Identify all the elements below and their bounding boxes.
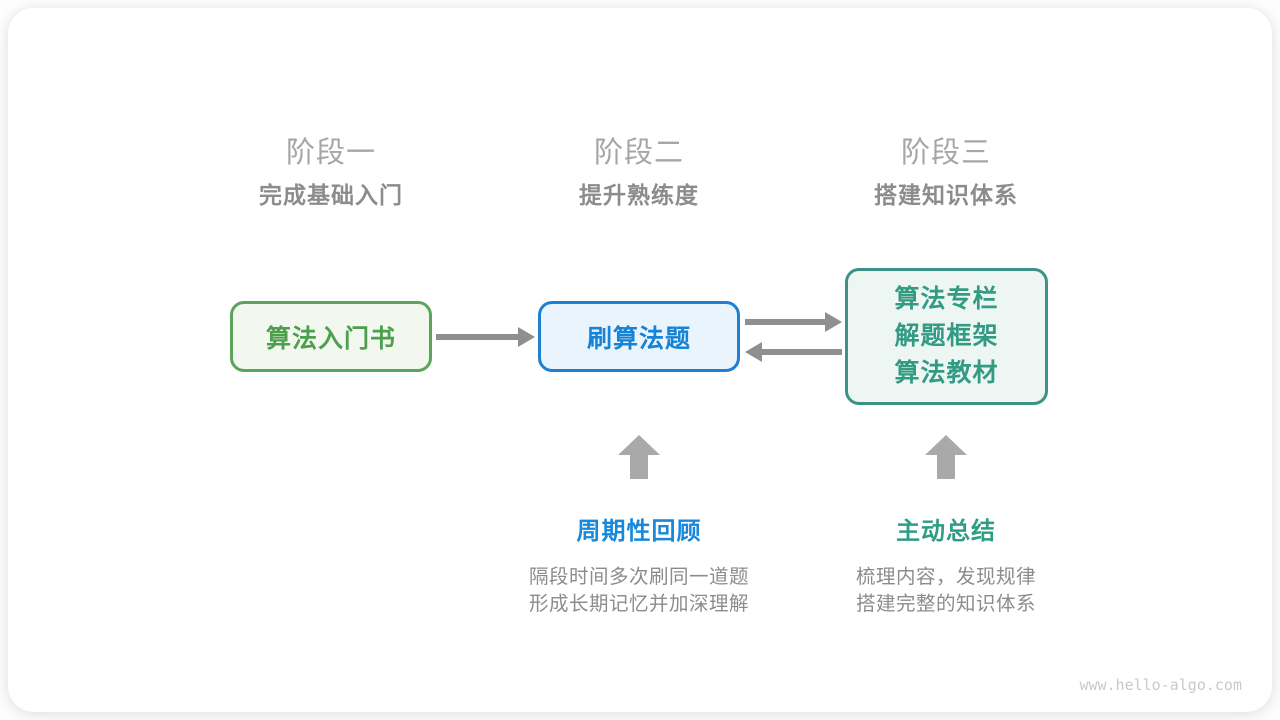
arrow-head-up <box>925 435 967 455</box>
method-summarize-desc-line1: 梳理内容，发现规律 <box>855 566 1036 588</box>
arrow-head-up <box>618 435 660 455</box>
node-intro-book: 算法入门书 <box>230 301 432 372</box>
stage2-title: 阶段二 <box>593 137 684 169</box>
arrow-right-icon <box>436 327 535 347</box>
arrow-left-icon <box>745 342 842 362</box>
node-resources-line2: 解题框架 <box>894 322 999 350</box>
method-summarize-desc-line2: 搭建完整的知识体系 <box>855 593 1036 615</box>
stage2-subtitle: 提升熟练度 <box>579 182 699 208</box>
node-practice: 刷算法题 <box>538 301 740 372</box>
arrow-shaft <box>436 334 518 340</box>
method-review-title: 周期性回顾 <box>576 518 702 545</box>
method-review-desc-line1: 隔段时间多次刷同一道题 <box>528 566 749 588</box>
arrow-shaft <box>762 349 842 355</box>
watermark: www.hello-algo.com <box>1079 676 1242 694</box>
arrow-up-icon <box>925 435 967 479</box>
arrow-stem <box>630 455 648 479</box>
arrow-head-left <box>745 342 762 362</box>
method-review-desc-line2: 形成长期记忆并加深理解 <box>528 593 749 615</box>
stage3-title: 阶段三 <box>900 137 991 169</box>
method-summarize-desc: 梳理内容，发现规律 搭建完整的知识体系 <box>796 564 1096 618</box>
method-review-desc: 隔段时间多次刷同一道题 形成长期记忆并加深理解 <box>489 564 789 618</box>
arrow-stem <box>937 455 955 479</box>
stage3-subtitle: 搭建知识体系 <box>874 182 1018 208</box>
arrow-head-right <box>518 327 535 347</box>
arrow-up-icon <box>618 435 660 479</box>
diagram-card: 阶段一 阶段二 阶段三 完成基础入门 提升熟练度 搭建知识体系 算法入门书 刷算… <box>8 8 1272 712</box>
arrow-head-right <box>825 312 842 332</box>
stage1-subtitle: 完成基础入门 <box>259 182 403 208</box>
arrow-right-icon <box>745 312 842 332</box>
method-summarize-title: 主动总结 <box>896 518 996 545</box>
stage1-title: 阶段一 <box>285 137 376 169</box>
node-resources-line3: 算法教材 <box>894 359 999 387</box>
arrow-shaft <box>745 319 825 325</box>
node-practice-label: 刷算法题 <box>586 324 691 353</box>
node-resources: 算法专栏 解题框架 算法教材 <box>845 268 1048 405</box>
node-resources-line1: 算法专栏 <box>894 285 999 313</box>
node-intro-book-label: 算法入门书 <box>265 324 396 353</box>
